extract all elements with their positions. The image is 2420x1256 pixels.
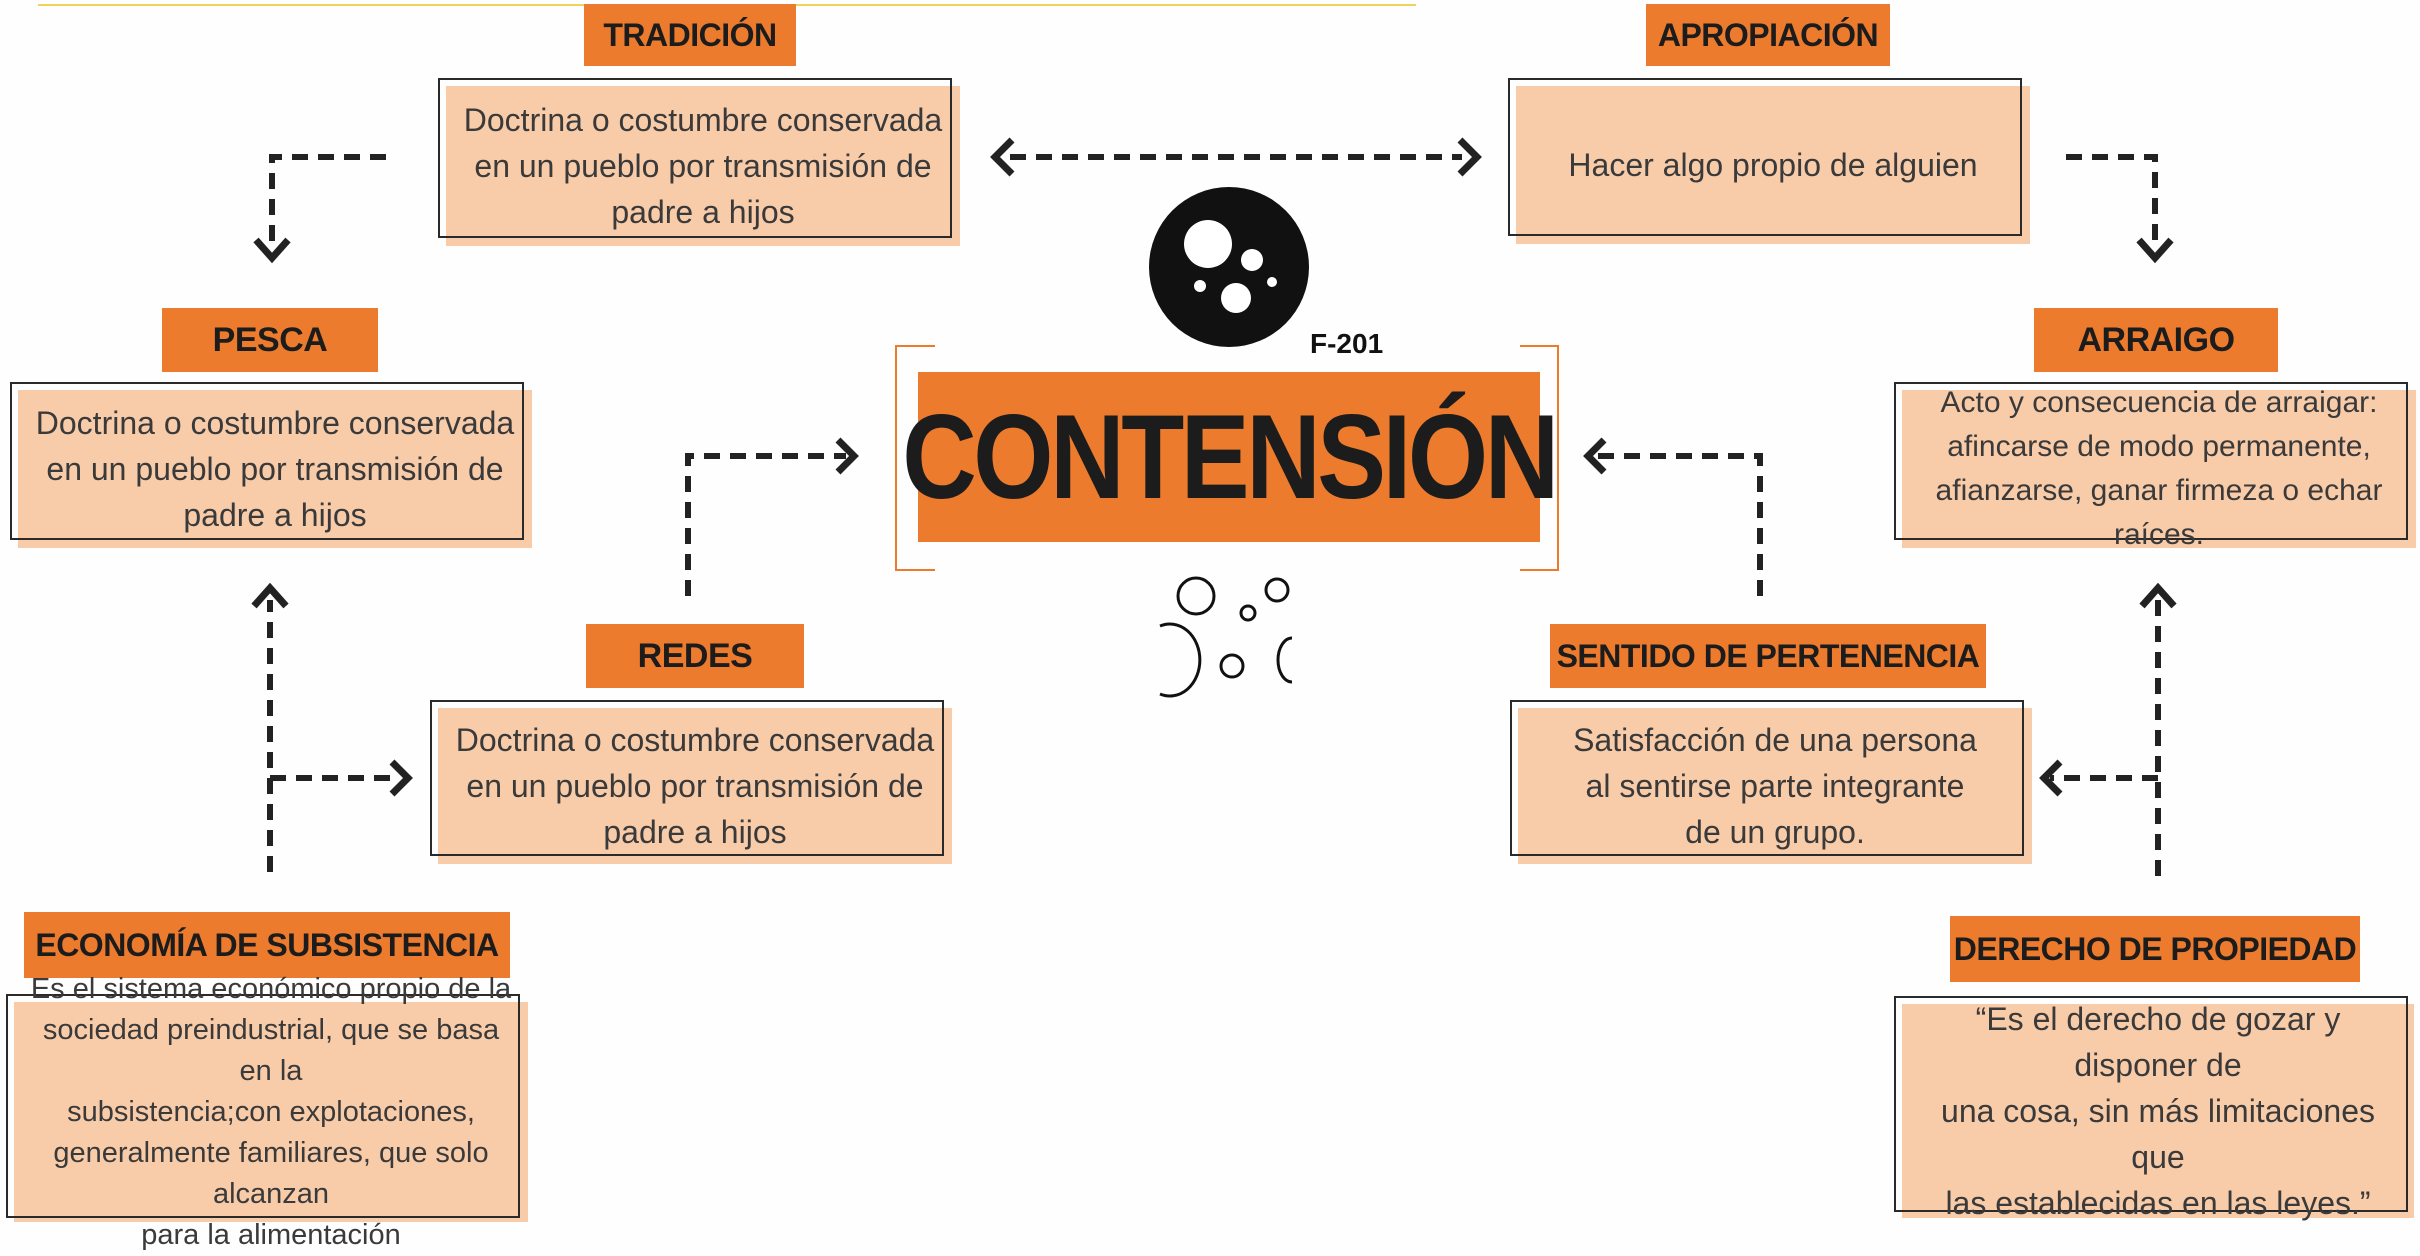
card-redes-text: Doctrina o costumbre conservada en un pu… [455, 722, 935, 850]
label-derecho: DERECHO DE PROPIEDAD [1950, 916, 2360, 982]
label-economia: ECONOMÍA DE SUBSISTENCIA [24, 912, 510, 978]
card-derecho: “Es el derecho de gozar y disponer de un… [1894, 996, 2414, 1221]
label-pesca: PESCA [162, 308, 378, 372]
card-derecho-text: “Es el derecho de gozar y disponer de un… [1941, 1001, 2375, 1221]
card-arraigo: Acto y consecuencia de arraigar: afincar… [1894, 382, 2416, 551]
card-tradicion: Doctrina o costumbre conservada en un pu… [438, 78, 960, 246]
bubbles-circle-icon [1149, 187, 1309, 347]
bubbles-outline-icon [1159, 576, 1293, 698]
connector-arrows [251, 137, 2177, 876]
label-apropiacion: APROPIACIÓN [1646, 4, 1890, 66]
label-redes: REDES [586, 624, 804, 688]
card-sentido: Satisfacción de una persona al sentirse … [1510, 700, 2032, 864]
center-title: CONTENSIÓN [902, 390, 1559, 524]
label-sentido: SENTIDO DE PERTENENCIA [1550, 624, 1986, 688]
center-title-box: CONTENSIÓN [902, 372, 1559, 542]
label-tradicion: TRADICIÓN [584, 4, 796, 66]
card-pesca: Doctrina o costumbre conservada en un pu… [10, 382, 532, 548]
card-apropiacion-text: Hacer algo propio de alguien [1568, 147, 1978, 183]
card-economia-text: Es el sistema económico propio de la soc… [30, 972, 512, 1251]
card-economia: Es el sistema económico propio de la soc… [6, 973, 528, 1251]
center-code: F-201 [1310, 328, 1384, 359]
card-sentido-text: Satisfacción de una persona al sentirse … [1573, 722, 1977, 850]
card-arraigo-text: Acto y consecuencia de arraigar: afincar… [1935, 386, 2383, 551]
card-apropiacion: Hacer algo propio de alguien [1508, 78, 2030, 244]
card-tradicion-text: Doctrina o costumbre conservada en un pu… [463, 102, 943, 230]
card-pesca-text: Doctrina o costumbre conservada en un pu… [35, 405, 515, 533]
card-redes: Doctrina o costumbre conservada en un pu… [430, 700, 952, 864]
label-arraigo: ARRAIGO [2034, 308, 2278, 372]
